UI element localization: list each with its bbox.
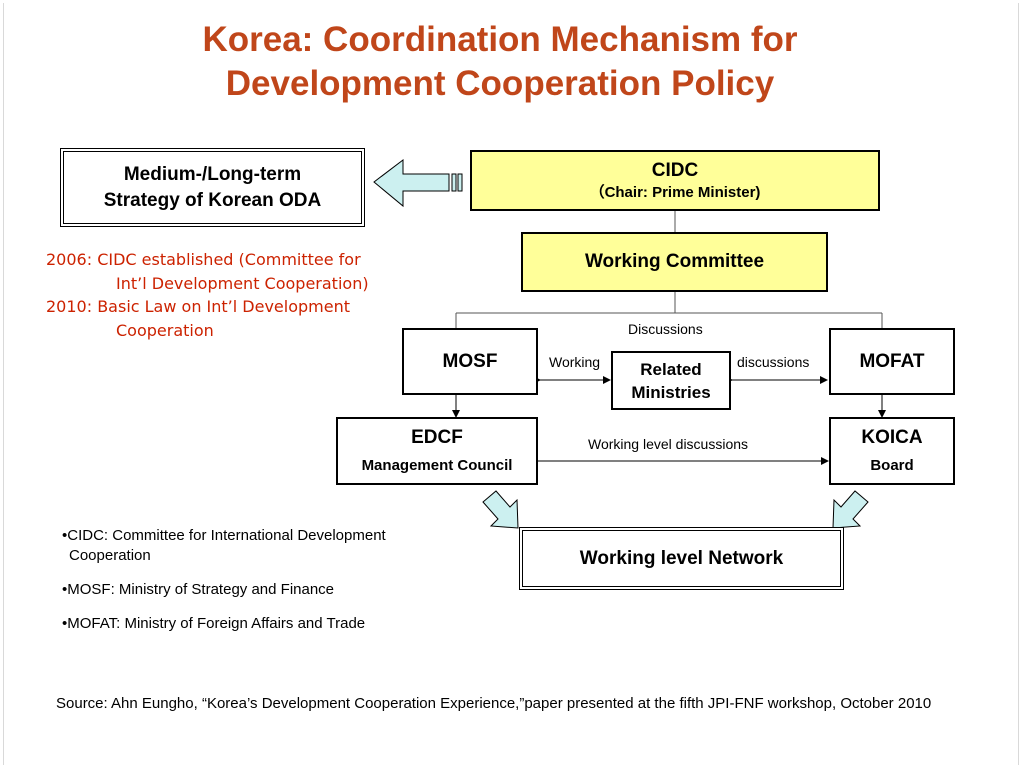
- label-discussions-top: Discussions: [628, 321, 703, 337]
- history-item-2: 2010: Basic Law on Int’l Development: [46, 297, 351, 316]
- label-working: Working: [549, 354, 601, 370]
- note-mofat: •MOFAT: Ministry of Foreign Affairs and …: [62, 615, 366, 632]
- strategy-box: Medium-/Long-term Strategy of Korean ODA: [60, 148, 365, 227]
- related-line-2: Ministries: [631, 382, 711, 402]
- note-cidc-line-2: Cooperation: [69, 547, 151, 564]
- strategy-line-2: Strategy of Korean ODA: [103, 189, 322, 211]
- title-line-1: Korea: Coordination Mechanism for: [202, 20, 798, 59]
- edcf-box: EDCF Management Council: [336, 417, 538, 485]
- cidc-name: CIDC: [651, 159, 699, 181]
- mofat-box: MOFAT: [829, 328, 955, 395]
- related-line-1: Related: [640, 359, 702, 379]
- block-arrow-koica-to-network: [832, 490, 869, 529]
- note-cidc-line-1: •CIDC: Committee for International Devel…: [62, 527, 386, 544]
- mofat-label: MOFAT: [859, 350, 925, 372]
- cidc-box: CIDC （Chair: Prime Minister): [470, 150, 880, 211]
- history-item-1: 2006: CIDC established (Committee for: [46, 250, 361, 269]
- koica-name: KOICA: [861, 427, 923, 448]
- koica-box: KOICA Board: [829, 417, 955, 485]
- slide-frame: [3, 3, 1019, 765]
- note-mosf: •MOSF: Ministry of Strategy and Finance: [62, 581, 335, 598]
- edcf-sub: Management Council: [361, 457, 513, 474]
- working-committee-label: Working Committee: [584, 251, 765, 272]
- history-item-1-cont: Int’l Development Cooperation): [116, 273, 369, 293]
- working-committee-box: Working Committee: [521, 232, 828, 292]
- title-line-2: Development Cooperation Policy: [225, 64, 775, 103]
- strategy-line-1: Medium-/Long-term: [123, 163, 302, 185]
- source-citation: Source: Ahn Eungho, “Korea’s Development…: [56, 695, 932, 712]
- mosf-box: MOSF: [402, 328, 538, 395]
- label-discussions-right: discussions: [737, 354, 810, 370]
- mosf-label: MOSF: [442, 350, 498, 372]
- working-level-network-box: Working level Network: [519, 527, 844, 590]
- note-cidc: •CIDC: Committee for International Devel…: [62, 526, 386, 566]
- page-title: Korea: Coordination Mechanism for Develo…: [0, 18, 1000, 106]
- label-working-level-discussions: Working level discussions: [588, 436, 749, 452]
- history-item-2-cont: Cooperation: [116, 320, 214, 340]
- network-label: Working level Network: [579, 547, 784, 569]
- history-notes: 2006: CIDC established (Committee for In…: [46, 248, 369, 342]
- edcf-name: EDCF: [411, 427, 463, 448]
- block-arrow-cidc-to-strategy: [373, 158, 463, 208]
- cidc-chair: （Chair: Prime Minister): [589, 183, 761, 201]
- koica-sub: Board: [870, 457, 914, 474]
- abbreviation-notes: •CIDC: Committee for International Devel…: [62, 526, 386, 648]
- block-arrow-edcf-to-network: [482, 490, 519, 529]
- related-ministries-box: Related Ministries: [611, 351, 731, 410]
